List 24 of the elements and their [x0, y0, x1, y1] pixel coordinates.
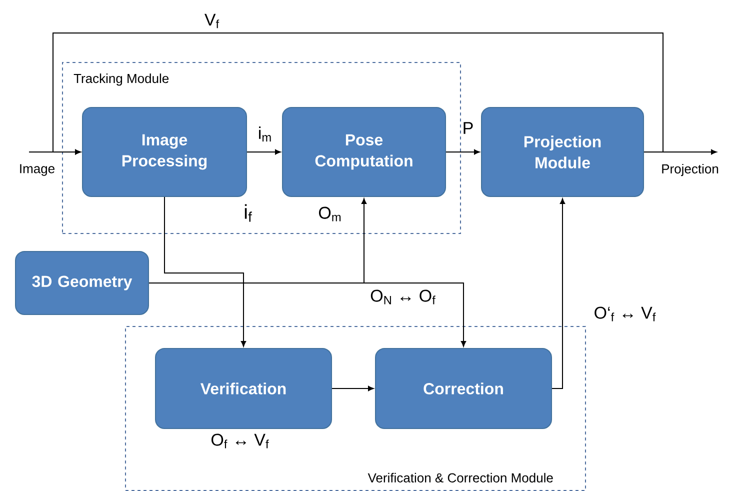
arrow [164, 196, 246, 347]
edge-label: V$_{f}$ [204, 14, 220, 28]
io-label: Projection [662, 164, 718, 176]
signal-label: O‘$_{f}$ ↔ V$_{f}$ [594, 306, 656, 322]
arrow [552, 198, 566, 389]
signal-label: O$_{f}$ ↔ V$_{f}$ [212, 434, 269, 448]
signal-label: i$_{f}$ [244, 204, 252, 222]
arrow [446, 149, 480, 155]
arrow [644, 149, 717, 155]
edge-label: P [464, 122, 473, 134]
process-box: Pose Computation [282, 107, 446, 197]
process-box: Image Processing [82, 107, 247, 197]
arrow [332, 386, 374, 392]
signal-label: O$_{N}$ ↔ O$_{f}$ [370, 290, 436, 304]
process-box: Projection Module [481, 107, 644, 197]
process-box: Verification [155, 348, 332, 429]
io-label: Image [20, 164, 54, 176]
signal-label: O$_{m}$ [318, 206, 341, 222]
edge-label: i$_{m}$ [259, 126, 271, 142]
process-box: 3D Geometry [15, 251, 149, 315]
arrow [148, 282, 466, 347]
process-box: Correction [375, 348, 552, 429]
arrow [52, 32, 664, 155]
arrow [246, 149, 281, 155]
